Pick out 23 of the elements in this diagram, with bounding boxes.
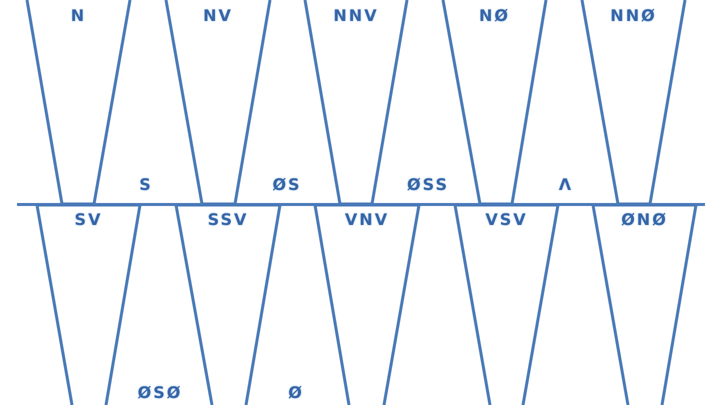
direction-label: ØSS xyxy=(407,175,449,194)
direction-label: Ø xyxy=(288,383,304,402)
direction-label: NØ xyxy=(479,6,510,25)
direction-label: SSV xyxy=(208,210,248,229)
trapezoid-shape xyxy=(453,205,560,405)
direction-label: ØSØ xyxy=(138,383,182,402)
direction-label: ØNØ xyxy=(621,210,668,229)
trapezoid-shape xyxy=(303,0,409,204)
direction-label: NNØ xyxy=(610,6,657,25)
direction-label: NV xyxy=(203,6,233,25)
direction-label: S xyxy=(139,175,153,194)
direction-label: NNV xyxy=(333,6,379,25)
trapezoid-shape xyxy=(164,0,272,204)
trapezoid-shape xyxy=(313,205,421,405)
direction-label: VSV xyxy=(485,210,528,229)
direction-label: ØS xyxy=(272,175,302,194)
trapezoid-shape xyxy=(25,0,132,204)
trapezoid-shape xyxy=(591,205,698,405)
trapezoid-shape xyxy=(580,0,687,204)
direction-label: VNV xyxy=(344,210,390,229)
direction-label: N xyxy=(70,6,86,25)
direction-label: SV xyxy=(74,210,102,229)
direction-label: Λ xyxy=(558,175,574,194)
